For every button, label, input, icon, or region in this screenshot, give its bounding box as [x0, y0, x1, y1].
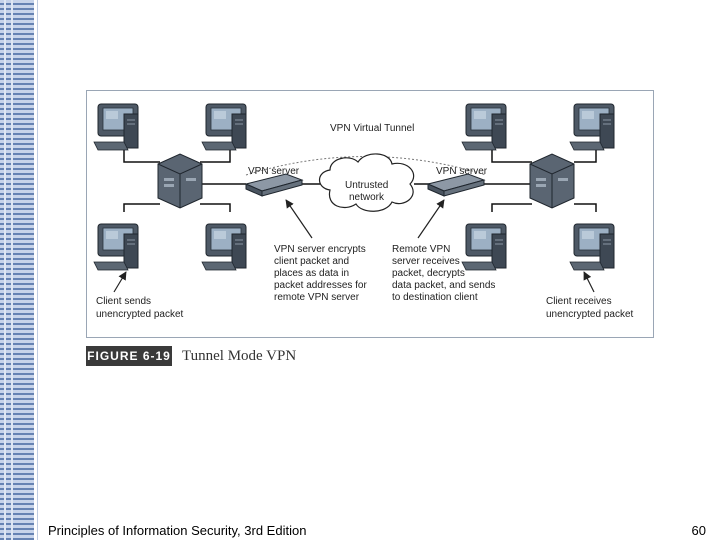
cloud-label-line1: Untrusted — [345, 180, 388, 191]
client-pc-icon — [93, 103, 139, 151]
figure-frame — [86, 90, 654, 338]
left-note-line: client packet and — [274, 256, 349, 267]
right-hub-icon — [529, 153, 575, 209]
left-network-lines — [123, 150, 246, 212]
left-note-line: VPN server encrypts — [274, 244, 366, 255]
right-note-line: data packet, and sends — [392, 280, 495, 291]
right-note-line: server receives — [392, 256, 460, 267]
left-vpn-server-label: VPN server — [248, 166, 300, 177]
client-receives-label: unencrypted packet — [546, 309, 634, 320]
client-sends-arrow — [113, 271, 127, 293]
right-note-line: packet, decrypts — [392, 268, 465, 279]
client-pc-icon — [201, 103, 247, 151]
figure-title: Tunnel Mode VPN — [182, 348, 297, 364]
side-divider — [37, 0, 38, 540]
client-pc-icon — [569, 103, 615, 151]
left-note-line: remote VPN server — [274, 292, 360, 303]
left-note-line: places as data in — [274, 268, 349, 279]
client-receives-arrow — [583, 271, 595, 293]
right-note-line: to destination client — [392, 292, 478, 303]
right-vpn-server-arrow — [417, 199, 445, 239]
right-network-lines — [482, 150, 597, 212]
receiving-client-pc-icon — [569, 223, 615, 271]
right-note-line: Remote VPN — [392, 244, 450, 255]
client-sends-label: Client sends — [96, 296, 151, 307]
page-number: 60 — [691, 523, 706, 538]
side-grid-decoration — [0, 0, 34, 540]
client-pc-icon — [201, 223, 247, 271]
client-pc-icon — [461, 103, 507, 151]
tunnel-label: VPN Virtual Tunnel — [330, 123, 414, 134]
cloud-label-line2: network — [349, 192, 385, 203]
left-note-line: packet addresses for — [274, 280, 367, 291]
left-vpn-server-arrow — [285, 199, 313, 239]
right-vpn-server-label: VPN server — [436, 166, 488, 177]
figure-number-label: FIGURE 6-19 — [86, 346, 172, 366]
sending-client-pc-icon — [93, 223, 139, 271]
untrusted-network-cloud-icon — [318, 153, 415, 212]
footer-title: Principles of Information Security, 3rd … — [48, 523, 307, 538]
client-sends-label: unencrypted packet — [96, 309, 184, 320]
left-vpn-server-icon — [245, 173, 303, 197]
client-pc-icon — [461, 223, 507, 271]
client-receives-label: Client receives — [546, 296, 612, 307]
left-hub-icon — [157, 153, 203, 209]
right-vpn-server-icon — [427, 173, 485, 197]
